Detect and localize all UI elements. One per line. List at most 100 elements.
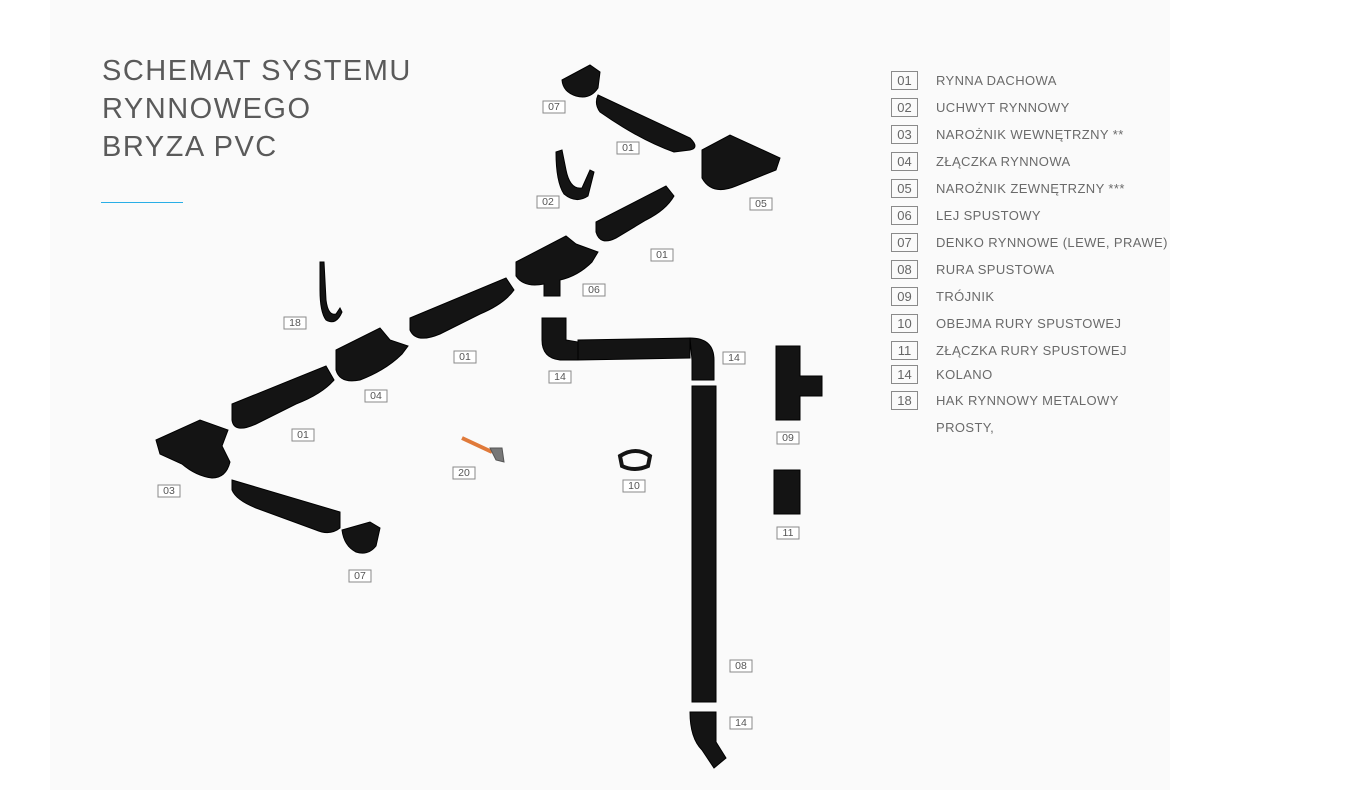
- svg-text:03: 03: [163, 485, 175, 497]
- diagram-label-03: 03: [157, 484, 181, 498]
- legend-item: 04 ZŁĄCZKA RYNNOWA: [891, 151, 1071, 171]
- legend-item: 06 LEJ SPUSTOWY: [891, 205, 1041, 225]
- downpipe-clamp: [617, 449, 653, 471]
- svg-text:09: 09: [782, 432, 794, 444]
- diagram-label-07-top: 07: [542, 100, 566, 114]
- legend-number: 11: [891, 340, 918, 360]
- gutter-left: [231, 365, 335, 429]
- svg-text:11: 11: [783, 527, 794, 539]
- downpipe-connector: [773, 469, 801, 515]
- legend-number: 18: [891, 390, 918, 410]
- legend-label: ZŁĄCZKA RYNNOWA: [936, 153, 1071, 169]
- elbow-upper-right: [689, 337, 715, 381]
- diagram-label-14-left: 14: [548, 370, 572, 384]
- svg-text:06: 06: [588, 284, 600, 296]
- legend-label: NAROŻNIK ZEWNĘTRZNY ***: [936, 180, 1125, 196]
- svg-text:18: 18: [289, 317, 301, 329]
- gutter-upper-right: [595, 185, 675, 242]
- diagram-label-18: 18: [283, 316, 307, 330]
- legend-number: 09: [891, 286, 918, 306]
- legend-number: 04: [891, 151, 918, 171]
- legend-label: LEJ SPUSTOWY: [936, 207, 1041, 223]
- legend-number: 08: [891, 259, 918, 279]
- diagram-label-02: 02: [536, 195, 560, 209]
- legend-item: 09 TRÓJNIK: [891, 286, 994, 306]
- gutter-middle: [409, 277, 515, 339]
- legend-label-continuation: PROSTY,: [936, 420, 995, 435]
- svg-text:10: 10: [628, 480, 640, 492]
- legend-number: 02: [891, 97, 918, 117]
- svg-text:04: 04: [370, 390, 382, 402]
- legend-label: RYNNA DACHOWA: [936, 72, 1057, 88]
- roof-hook-20: [461, 436, 505, 463]
- svg-text:14: 14: [728, 352, 740, 364]
- diagram-label-01-top: 01: [616, 141, 640, 155]
- title-accent-line: [101, 202, 183, 203]
- legend-number: 03: [891, 124, 918, 144]
- diagram-label-14-bottom: 14: [729, 716, 753, 730]
- gutter-top: [595, 94, 696, 153]
- legend-item: 10 OBEJMA RURY SPUSTOWEJ: [891, 313, 1121, 333]
- downpipe: [691, 385, 717, 703]
- svg-text:01: 01: [622, 142, 634, 154]
- legend-label: UCHWYT RYNNOWY: [936, 99, 1070, 115]
- legend-item: 03 NAROŻNIK WEWNĘTRZNY **: [891, 124, 1124, 144]
- svg-text:07: 07: [354, 570, 366, 582]
- horizontal-pipe: [577, 337, 691, 361]
- legend-number: 05: [891, 178, 918, 198]
- svg-text:20: 20: [458, 467, 470, 479]
- external-corner: [701, 134, 781, 191]
- gutter-hook-18: [319, 261, 343, 323]
- diagram-label-06: 06: [582, 283, 606, 297]
- diagram-label-20: 20: [452, 466, 476, 480]
- svg-text:01: 01: [297, 429, 309, 441]
- legend-label: HAK RYNNOWY METALOWY: [936, 392, 1119, 408]
- diagram-label-08: 08: [729, 659, 753, 673]
- background-panel: [50, 0, 1170, 790]
- legend-item: 02 UCHWYT RYNNOWY: [891, 97, 1070, 117]
- end-cap-bottom: [341, 521, 381, 554]
- legend-number: 01: [891, 70, 918, 90]
- legend-number: 06: [891, 205, 918, 225]
- svg-text:08: 08: [735, 660, 747, 672]
- diagram-label-01-upper-right: 01: [650, 248, 674, 262]
- legend-label: KOLANO: [936, 366, 993, 382]
- svg-text:01: 01: [656, 249, 668, 261]
- gutter-connector: [335, 327, 409, 382]
- legend-label: RURA SPUSTOWA: [936, 261, 1055, 277]
- legend-item: 14 KOLANO: [891, 364, 993, 384]
- internal-corner: [155, 419, 231, 479]
- gutter-bracket-02: [555, 149, 595, 200]
- legend-label: NAROŻNIK WEWNĘTRZNY **: [936, 126, 1124, 142]
- legend-number: 07: [891, 232, 918, 252]
- elbow-upper-left: [541, 317, 579, 361]
- diagram-label-05: 05: [749, 197, 773, 211]
- svg-text:02: 02: [542, 196, 554, 208]
- legend-label: OBEJMA RURY SPUSTOWEJ: [936, 315, 1122, 331]
- diagram-label-07-bottom: 07: [348, 569, 372, 583]
- legend-number: 14: [891, 364, 918, 384]
- svg-text:07: 07: [548, 101, 560, 113]
- downpipe-outlet: [515, 235, 599, 297]
- legend-label: ZŁĄCZKA RURY SPUSTOWEJ: [936, 342, 1127, 358]
- diagram-label-09: 09: [776, 431, 800, 445]
- elbow-bottom: [689, 711, 727, 769]
- part-drawings: [155, 64, 823, 769]
- legend-item: 11 ZŁĄCZKA RURY SPUSTOWEJ: [891, 340, 1127, 360]
- tee-junction: [775, 345, 823, 421]
- legend-item: 05 NAROŻNIK ZEWNĘTRZNY ***: [891, 178, 1125, 198]
- end-cap-top: [561, 64, 601, 98]
- legend-number: 10: [891, 313, 918, 333]
- svg-text:05: 05: [755, 198, 767, 210]
- legend-item: 01 RYNNA DACHOWA: [891, 70, 1057, 90]
- diagram-label-11: 11: [776, 526, 800, 540]
- legend-item: 08 RURA SPUSTOWA: [891, 259, 1055, 279]
- page-title: SCHEMAT SYSTEMU RYNNOWEGO BRYZA PVC: [102, 55, 412, 163]
- legend-label: TRÓJNIK: [936, 288, 995, 304]
- svg-text:01: 01: [459, 351, 471, 363]
- diagram-label-01-left: 01: [291, 428, 315, 442]
- svg-text:14: 14: [554, 371, 566, 383]
- legend-item: 18 HAK RYNNOWY METALOWY: [891, 390, 1119, 410]
